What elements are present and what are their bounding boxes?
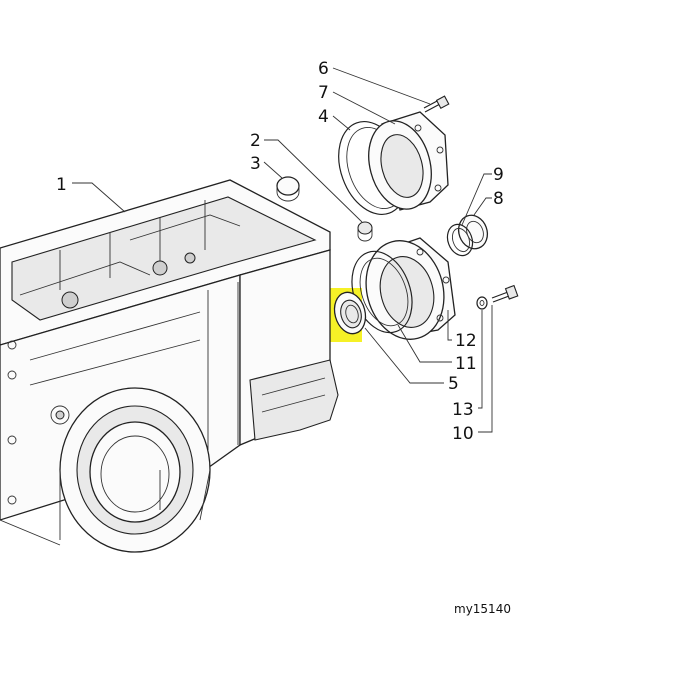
callout-labels: 1 2 3 4 5 6 7 8 9 10 11 12 13 <box>56 59 504 444</box>
part-3-plug[interactable] <box>276 176 300 202</box>
reference-code: my15140 <box>454 602 511 616</box>
part-9-o-ring[interactable] <box>443 221 476 259</box>
callout-13: 13 <box>452 400 474 420</box>
part-13-washer[interactable] <box>476 296 488 310</box>
part-10-bolt[interactable] <box>491 284 519 303</box>
callout-9: 9 <box>493 165 504 185</box>
callout-5: 5 <box>448 374 459 394</box>
callout-2: 2 <box>250 131 261 151</box>
leader-lines <box>72 67 493 433</box>
callout-8: 8 <box>493 189 504 209</box>
callout-10: 10 <box>452 424 474 444</box>
callout-12: 12 <box>455 331 477 351</box>
part-5-seal[interactable] <box>330 289 370 337</box>
callout-3: 3 <box>250 154 261 174</box>
part-1-housing[interactable] <box>0 179 339 553</box>
part-2-pin[interactable] <box>357 221 373 242</box>
reference-code-text: my15140 <box>454 602 511 616</box>
callout-7: 7 <box>318 83 329 103</box>
part-6-screw[interactable] <box>423 95 450 113</box>
callout-11: 11 <box>455 354 477 374</box>
part-8-seal[interactable] <box>454 211 492 253</box>
callout-4: 4 <box>318 107 329 127</box>
callout-6: 6 <box>318 59 329 79</box>
callout-1: 1 <box>56 175 67 195</box>
part-7-cover[interactable] <box>359 111 449 216</box>
part-12-cover[interactable] <box>355 232 456 348</box>
